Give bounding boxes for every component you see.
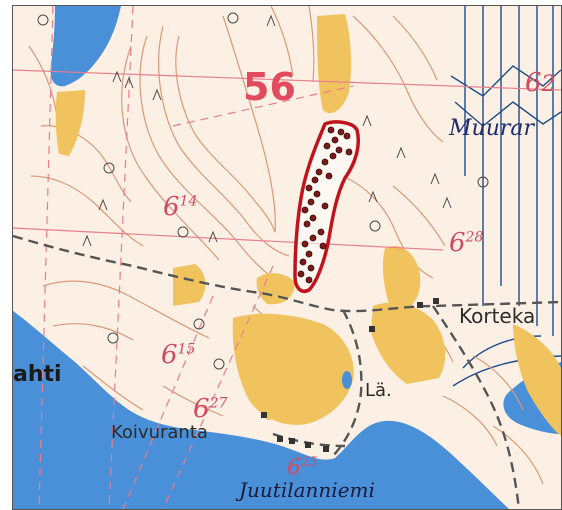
- elevation-62: 62: [525, 68, 556, 98]
- place-label-ahti: ahti: [13, 362, 62, 387]
- terrain-symbols: [82, 14, 452, 247]
- place-label-korteka: Korteka: [459, 304, 536, 328]
- grid-number: 56: [243, 65, 296, 109]
- place-label-la: Lä.: [365, 380, 392, 401]
- lake-south: [13, 311, 509, 509]
- elevation-625: 625: [287, 455, 318, 481]
- boulder-symbols: [37, 12, 489, 370]
- place-label-koivuranta: Koivuranta: [111, 422, 208, 443]
- observation-points: [297, 126, 353, 284]
- place-label-muurar: Muurar: [449, 116, 535, 141]
- elevation-627: 627: [193, 394, 228, 424]
- elevation-614: 614: [163, 192, 198, 222]
- buildings: [261, 298, 439, 452]
- pond: [342, 371, 352, 389]
- contour-lines: [28, 6, 544, 485]
- marsh-area: [450, 6, 561, 387]
- grid-lines: [13, 6, 561, 509]
- place-label-juutilanniemi: Juutilanniemi: [239, 478, 375, 502]
- topographic-map: [13, 6, 561, 509]
- elevation-628: 628: [449, 228, 484, 258]
- elevation-615: 615: [161, 340, 196, 370]
- map-view[interactable]: 56 614 628 615 627 625 62 Muurar Korteka…: [12, 5, 562, 510]
- lake-north: [50, 6, 121, 87]
